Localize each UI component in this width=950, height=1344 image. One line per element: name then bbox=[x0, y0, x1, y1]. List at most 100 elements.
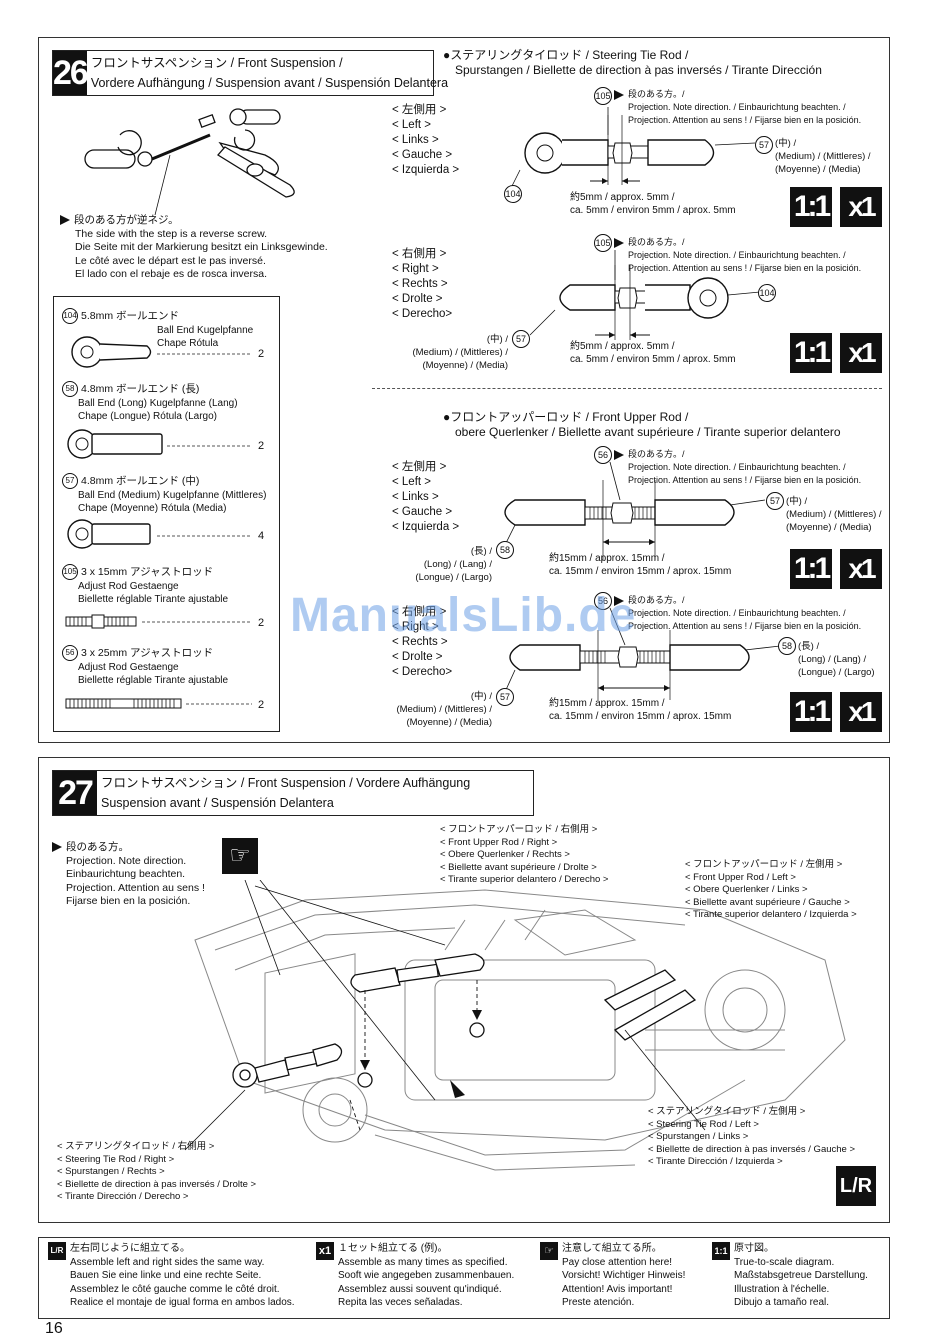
callout-57-upper: 57 bbox=[766, 492, 784, 510]
steering-tie-rod-right-drawing bbox=[529, 250, 761, 340]
upper-right-distance: 約15mm / approx. 15mm / ca. 15mm / enviro… bbox=[549, 698, 732, 722]
legend-item-scale: 1:1 原寸図。 True-to-scale diagram. Maßstabs… bbox=[712, 1242, 882, 1308]
callout-56: 56 bbox=[594, 446, 612, 464]
scale-1-1-badge: 1:1 bbox=[790, 692, 832, 732]
step-26-panel bbox=[38, 37, 890, 743]
upper-left-distance: 約15mm / approx. 15mm / ca. 15mm / enviro… bbox=[549, 553, 732, 577]
reverse-screw-note: 段のある方が逆ネジ。 The side with the step is a r… bbox=[60, 213, 328, 281]
steering-right-projection-note: 段のある方。/ Projection. Note direction. / Ei… bbox=[614, 236, 861, 275]
upper-left-medium-note: (中) / (Medium) / (Mittleres) / (Moyenne)… bbox=[786, 496, 882, 533]
step-number: 27 bbox=[53, 771, 97, 815]
upper-left-projection-note: 段のある方。/ Projection. Note direction. / Ei… bbox=[614, 448, 861, 487]
upper-rod-right-label: < フロントアッパーロッド / 右側用 > < Front Upper Rod … bbox=[440, 824, 609, 885]
callout-104: 104 bbox=[504, 185, 522, 203]
callout-57-right: 57 bbox=[512, 330, 530, 348]
steering-right-medium-note: (中) / (Medium) / (Mittleres) / (Moyenne)… bbox=[412, 334, 508, 371]
triangle-pointer-icon bbox=[614, 89, 624, 100]
steering-left-medium-note: (中) / (Medium) / (Mittleres) / (Moyenne)… bbox=[775, 138, 871, 175]
upper-left-long-note: (長) / (Long) / (Lang) / (Longue) / (Larg… bbox=[415, 546, 492, 583]
bullet-icon: ● bbox=[443, 410, 451, 424]
steering-right-labels: < 右側用 > < Right > < Rechts > < Drolte > … bbox=[392, 248, 453, 320]
step-27-title: 27 フロントサスペンション / Front Suspension / Vord… bbox=[52, 770, 534, 816]
triangle-pointer-icon bbox=[52, 842, 62, 853]
callout-58: 58 bbox=[496, 541, 514, 559]
upper-right-labels: < 右側用 > < Right > < Rechts > < Drolte > … bbox=[392, 606, 453, 678]
step-27-panel bbox=[38, 757, 890, 1223]
part-105-qty: 2 bbox=[258, 617, 265, 629]
upper-right-long-note: (長) / (Long) / (Lang) / (Longue) / (Larg… bbox=[798, 641, 875, 678]
steering-tie-rod-left-drawing bbox=[509, 107, 756, 191]
steering-right-distance: 約5mm / approx. 5mm / ca. 5mm / environ 5… bbox=[570, 341, 736, 365]
count-x1-badge: x1 bbox=[840, 187, 882, 227]
scale-1-1-badge: 1:1 bbox=[790, 187, 832, 227]
front-upper-rod-right-drawing bbox=[504, 607, 781, 700]
page-number: 16 bbox=[45, 1320, 63, 1337]
step-title-line1: フロントサスペンション / Front Suspension / Vordere… bbox=[101, 776, 471, 790]
ball-end-5-8mm-drawing bbox=[71, 336, 252, 368]
upper-rod-left-label: < フロントアッパーロッド / 左側用 > < Front Upper Rod … bbox=[685, 859, 857, 920]
front-suspension-chassis-illustration bbox=[185, 880, 846, 1171]
steering-tie-rod-title: ●ステアリングタイロッド / Steering Tie Rod / Spurst… bbox=[443, 48, 822, 77]
count-x1-badge: x1 bbox=[840, 333, 882, 373]
callout-56-right: 56 bbox=[594, 592, 612, 610]
callout-105: 105 bbox=[594, 87, 612, 105]
lr-icon: L/R bbox=[48, 1242, 66, 1260]
triangle-pointer-icon bbox=[614, 237, 624, 248]
part-56-qty: 2 bbox=[258, 699, 265, 711]
callout-57: 57 bbox=[755, 136, 773, 154]
steering-left-projection-note: 段のある方。/ Projection. Note direction. / Ei… bbox=[614, 88, 861, 127]
step-26-title: 26 フロントサスペンション / Front Suspension / Vord… bbox=[52, 50, 448, 96]
steering-left-labels: < 左側用 > < Left > < Links > < Gauche > < … bbox=[392, 104, 460, 176]
front-upper-rod-title: ●フロントアッパーロッド / Front Upper Rod / obere Q… bbox=[443, 410, 841, 439]
legend-box bbox=[38, 1237, 890, 1319]
callout-57-upper-right: 57 bbox=[496, 688, 514, 706]
steering-left-distance: 約5mm / approx. 5mm / ca. 5mm / environ 5… bbox=[570, 192, 736, 216]
projection-note: 段のある方。 Projection. Note direction. Einba… bbox=[52, 840, 205, 908]
front-upper-rod-left-drawing bbox=[504, 461, 766, 560]
callout-58-right: 58 bbox=[778, 637, 796, 655]
part-58-qty: 2 bbox=[258, 440, 265, 452]
scale-1-1-badge: 1:1 bbox=[790, 333, 832, 373]
ball-end-long-drawing bbox=[67, 429, 252, 459]
adjust-rod-15mm-drawing bbox=[65, 614, 252, 629]
legend-item-lr: L/R 左右同じように組立てる。 Assemble left and right… bbox=[48, 1242, 308, 1308]
step-number: 26 bbox=[53, 51, 89, 95]
triangle-pointer-icon bbox=[614, 595, 624, 606]
scale-1-1-icon: 1:1 bbox=[712, 1242, 730, 1260]
attention-hand-icon: ☞ bbox=[222, 838, 258, 874]
tie-rod-right-label: < ステアリングタイロッド / 右側用 > < Steering Tie Rod… bbox=[57, 1141, 257, 1202]
pliers-assembly-illustration bbox=[84, 108, 295, 216]
upper-right-medium-note: (中) / (Medium) / (Mittleres) / (Moyenne)… bbox=[396, 691, 492, 728]
ball-end-medium-drawing bbox=[67, 519, 252, 549]
parts-list-box bbox=[53, 296, 280, 732]
attention-hand-icon: ☞ bbox=[540, 1242, 558, 1260]
tie-rod-left-label: < ステアリングタイロッド / 左側用 > < Steering Tie Rod… bbox=[648, 1106, 856, 1167]
scale-1-1-badge: 1:1 bbox=[790, 549, 832, 589]
triangle-pointer-icon bbox=[60, 215, 70, 226]
part-57-qty: 4 bbox=[258, 530, 265, 542]
part-58-desc: Ball End (Long) Kugelpfanne (Lang)Chape … bbox=[78, 398, 238, 422]
part-57-desc: Ball End (Medium) Kugelpfanne (Mittleres… bbox=[78, 490, 267, 514]
triangle-pointer-icon bbox=[614, 449, 624, 460]
step-title-line2: Vordere Aufhängung / Suspension avant / … bbox=[90, 76, 449, 90]
part-104-qty: 2 bbox=[258, 348, 265, 360]
bullet-icon: ● bbox=[443, 48, 451, 62]
x1-icon: x1 bbox=[316, 1242, 334, 1260]
upper-right-projection-note: 段のある方。/ Projection. Note direction. / Ei… bbox=[614, 594, 861, 633]
upper-left-labels: < 左側用 > < Left > < Links > < Gauche > < … bbox=[392, 461, 460, 533]
callout-104-right: 104 bbox=[758, 284, 776, 302]
count-x1-badge: x1 bbox=[840, 692, 882, 732]
legend-item-x1: x1 １セット組立てる (例)。 Assemble as many times … bbox=[316, 1242, 526, 1308]
watermark: ManualsLib.de bbox=[290, 589, 637, 642]
section-divider bbox=[372, 388, 882, 389]
callout-105-right: 105 bbox=[594, 234, 612, 252]
adjust-rod-25mm-drawing bbox=[65, 698, 252, 709]
count-x1-badge: x1 bbox=[840, 549, 882, 589]
